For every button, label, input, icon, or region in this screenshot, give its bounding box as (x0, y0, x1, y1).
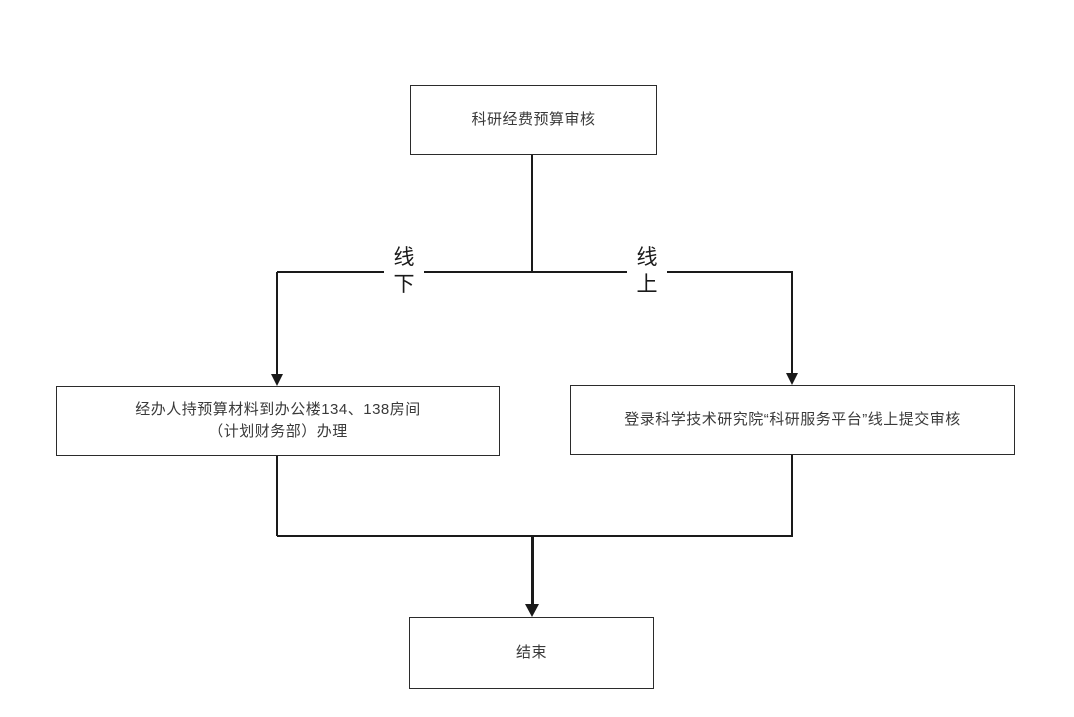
node-end-label: 结束 (515, 644, 547, 661)
node-end: 结束 (409, 617, 654, 689)
connector-online-to-merge (790, 455, 794, 536)
connector-merge-horizontal-left (277, 535, 533, 537)
connector-left-branch (276, 272, 278, 375)
arrowhead-right-branch-icon (786, 373, 798, 385)
node-online-process: 登录科学技术研究院“科研服务平台”线上提交审核 (570, 385, 1015, 455)
node-online-label: 登录科学技术研究院“科研服务平台”线上提交审核 (624, 411, 961, 428)
connector-offline-to-merge (276, 456, 278, 536)
arrowhead-end-icon (525, 604, 539, 617)
node-start-budget-review: 科研经费预算审核 (410, 85, 657, 155)
branch-label-online: 线 上 (627, 244, 667, 298)
branch-label-offline: 线 下 (384, 244, 424, 298)
connector-split-horizontal (277, 271, 793, 273)
arrowhead-left-branch-icon (271, 374, 283, 386)
node-offline-process: 经办人持预算材料到办公楼134、138房间 （计划财务部）办理 (56, 386, 500, 456)
connector-start-to-split (531, 155, 533, 272)
connector-right-branch (791, 272, 793, 374)
node-start-label: 科研经费预算审核 (471, 111, 596, 128)
connector-merge-to-end (530, 535, 534, 605)
connector-merge-horizontal-right (531, 534, 793, 538)
node-offline-label: 经办人持预算材料到办公楼134、138房间 （计划财务部）办理 (135, 401, 421, 440)
